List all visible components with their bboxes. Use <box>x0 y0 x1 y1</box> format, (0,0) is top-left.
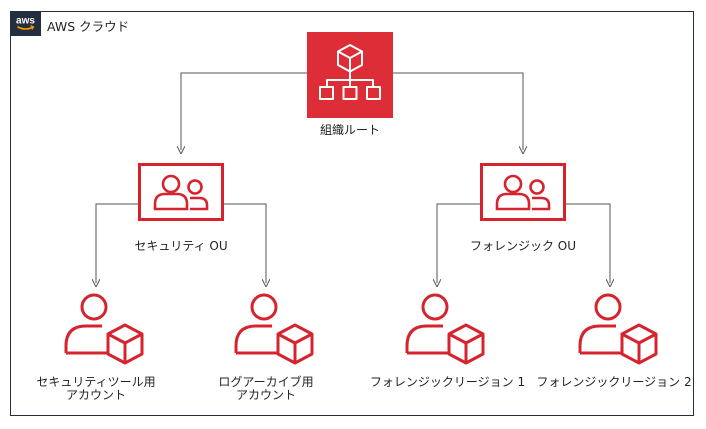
root-label: 組織ルート <box>319 123 380 137</box>
connector-security-ou-to-log-account <box>224 203 266 283</box>
organizational-unit-icon <box>138 163 224 221</box>
account-icon <box>64 293 144 365</box>
aws-logo-text: aws <box>16 16 35 27</box>
cloud-title: AWS クラウド <box>47 19 130 34</box>
account-icon <box>234 293 314 365</box>
organizations-icon <box>307 32 393 118</box>
security-tool-account-line1: セキュリティツール用 <box>36 375 156 389</box>
connector-forensic-ou-to-region-1 <box>437 203 480 283</box>
log-archive-account-label: ログアーカイブ用 アカウント <box>201 376 331 402</box>
aws-logo-icon: aws <box>10 11 41 36</box>
organizational-unit-icon <box>480 163 566 221</box>
security-tool-account-line2: アカウント <box>65 388 126 402</box>
account-icon <box>578 293 658 365</box>
log-archive-account-line2: アカウント <box>235 388 296 402</box>
connector-root-to-forensic-ou <box>393 72 523 150</box>
connector-root-to-security-ou <box>181 72 307 150</box>
forensic-ou-label: フォレンジック OU <box>469 239 577 253</box>
connector-forensic-ou-to-region-2 <box>566 203 610 283</box>
forensic-region-1-label: フォレンジックリージョン 1 <box>369 375 526 389</box>
forensic-region-2-label: フォレンジックリージョン 2 <box>536 375 692 389</box>
connector-security-ou-to-tool-account <box>96 203 138 283</box>
log-archive-account-line1: ログアーカイブ用 <box>218 375 314 389</box>
security-tool-account-label: セキュリティツール用 アカウント <box>26 376 166 402</box>
aws-cloud-group <box>10 11 694 416</box>
security-ou-label: セキュリティ OU <box>134 239 228 253</box>
account-icon <box>405 293 485 365</box>
